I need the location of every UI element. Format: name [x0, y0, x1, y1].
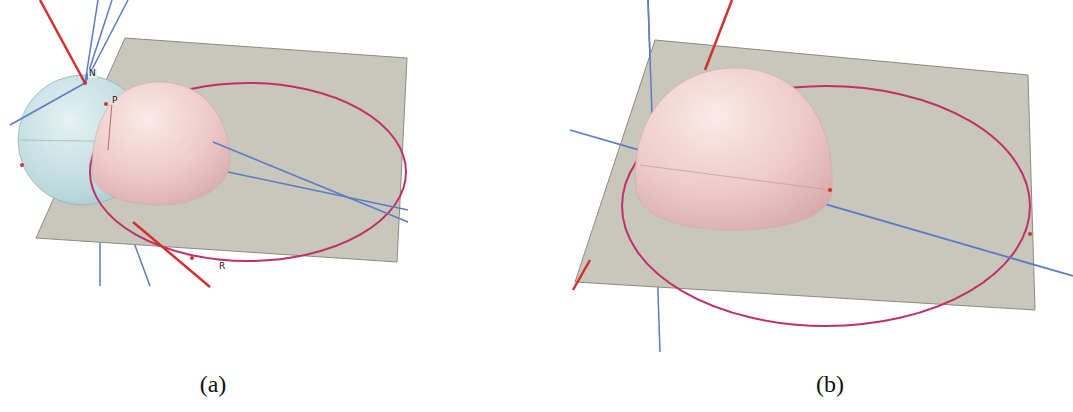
subfigure-caption: (b): [816, 372, 844, 396]
hemisphere: [636, 68, 833, 230]
axis-line: [85, 0, 112, 83]
red-ray: [133, 222, 210, 287]
plane: [575, 40, 1035, 310]
red-ray: [705, 0, 732, 70]
red-ray: [40, 0, 85, 83]
panel-b: [570, 0, 1073, 352]
axis-line: [99, 240, 101, 286]
circle: [90, 83, 406, 261]
point: [104, 102, 108, 106]
point: [83, 81, 87, 85]
point: [828, 188, 832, 192]
subfigure-caption: (a): [200, 372, 227, 396]
point-label: P: [111, 96, 118, 105]
point-label: N: [88, 69, 97, 78]
hemisphere: [92, 82, 230, 205]
red-ray: [573, 260, 590, 290]
meridian: [640, 165, 830, 190]
axis-line: [85, 0, 128, 83]
meridian: [108, 103, 112, 150]
point: [190, 256, 194, 260]
panel-a: [10, 0, 408, 287]
point-label: R: [218, 262, 226, 271]
point: [20, 163, 24, 167]
axis-line: [213, 142, 408, 222]
point: [1028, 232, 1032, 236]
axis-line: [85, 0, 98, 83]
axis-line: [133, 240, 150, 286]
axis-line: [10, 83, 85, 125]
axis-line: [228, 172, 408, 210]
